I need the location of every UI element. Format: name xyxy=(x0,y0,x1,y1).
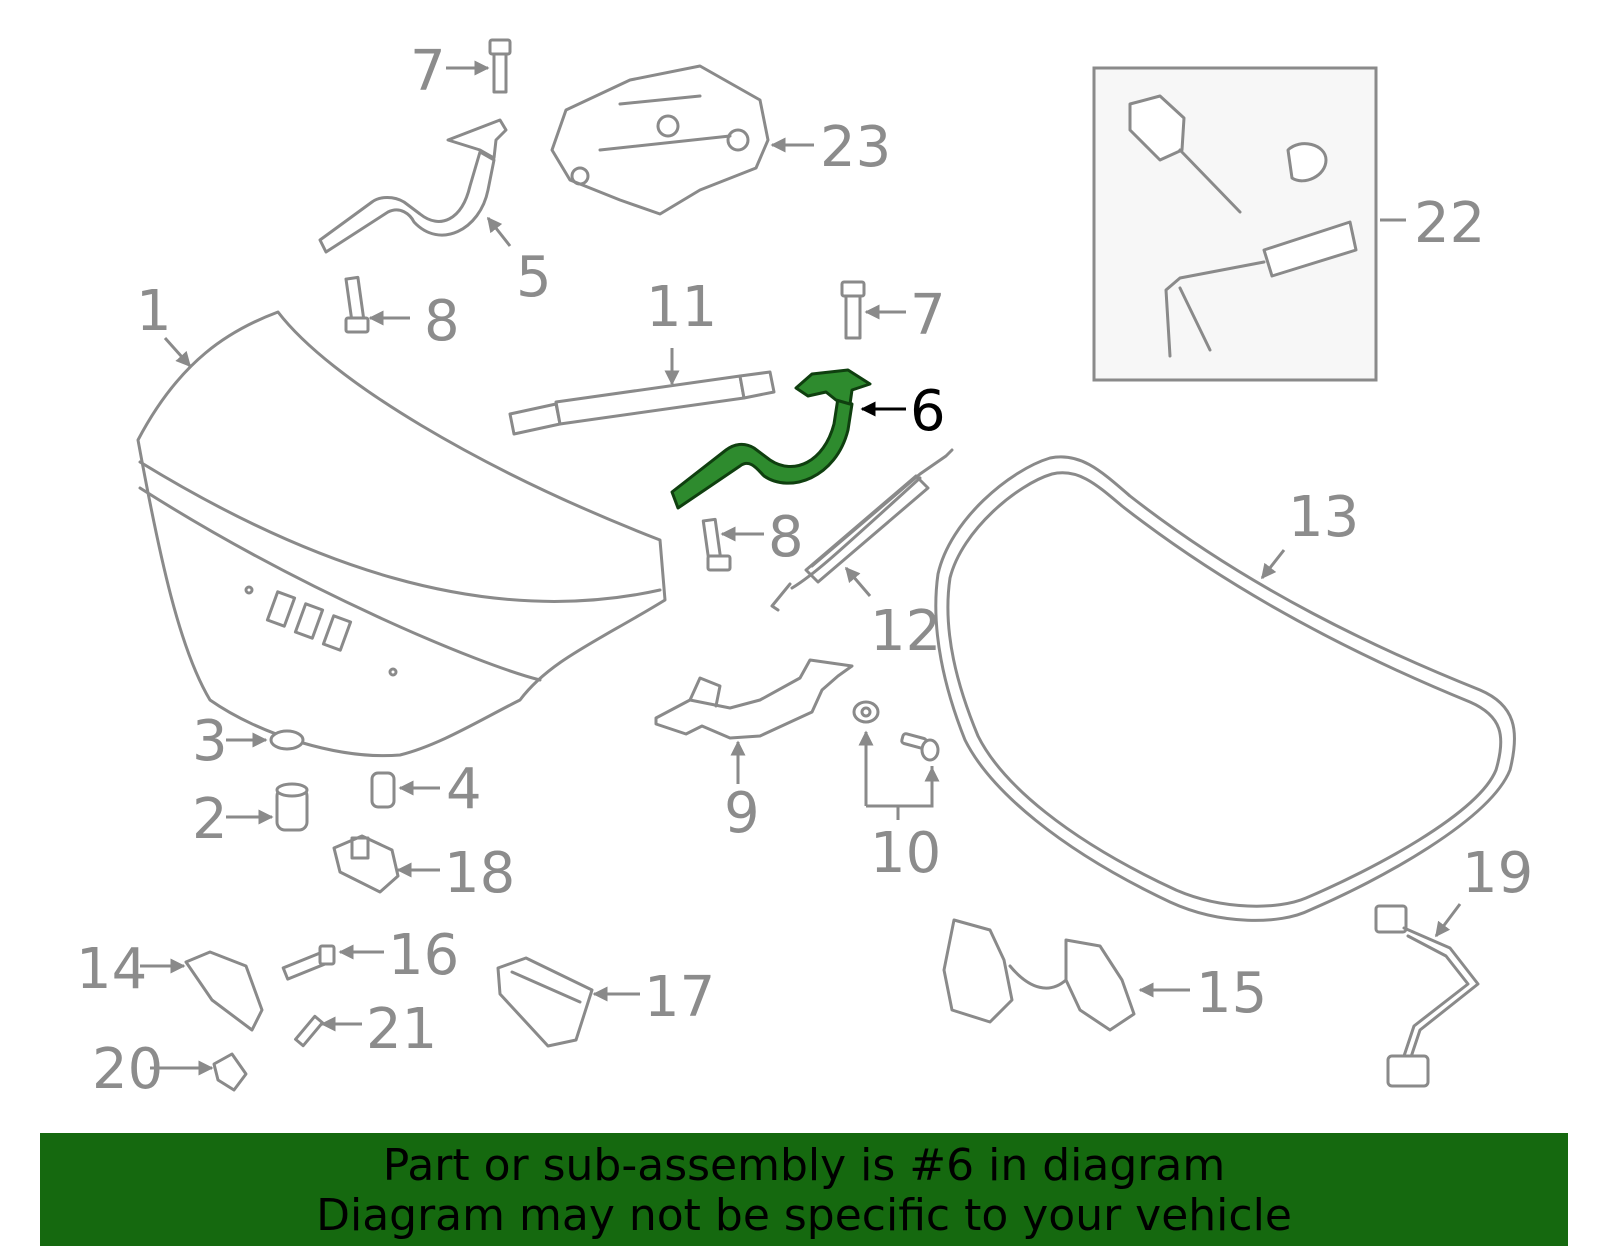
callout-label-12: 12 xyxy=(870,599,941,664)
callout-label-17: 17 xyxy=(644,965,715,1030)
clip-part-20: 20 xyxy=(92,1037,248,1102)
bolt-part-7-top: 7 xyxy=(410,38,512,104)
gas-strut-part-11: 11 xyxy=(508,275,776,436)
callout-label-10: 10 xyxy=(870,821,941,886)
clips-part-10: 10 xyxy=(852,700,941,886)
bolt-part-16: 16 xyxy=(281,923,459,988)
callout-label-2: 2 xyxy=(192,787,228,852)
harness-part-19: 19 xyxy=(1374,841,1533,1088)
screw-part-21: 21 xyxy=(294,997,437,1062)
callout-label-16: 16 xyxy=(388,923,459,988)
callout-label-20: 20 xyxy=(92,1037,163,1102)
banner-line-2: Diagram may not be specific to your vehi… xyxy=(316,1190,1292,1241)
bracket-part-14: 14 xyxy=(76,937,264,1032)
callout-label-14: 14 xyxy=(76,937,147,1002)
callout-label-15: 15 xyxy=(1196,961,1267,1026)
info-banner: Part or sub-assembly is #6 in diagram Di… xyxy=(40,1133,1568,1246)
callout-label-7b: 7 xyxy=(910,283,946,348)
bracket-part-9: 9 xyxy=(654,658,854,846)
bolt-part-8-lower: 8 xyxy=(701,505,804,572)
cap-part-3: 3 xyxy=(192,709,305,774)
callout-label-11: 11 xyxy=(646,275,717,340)
bolt-part-7-middle: 7 xyxy=(840,280,946,348)
callout-label-9: 9 xyxy=(724,781,760,846)
callout-label-13: 13 xyxy=(1288,485,1359,550)
callout-label-7a: 7 xyxy=(410,39,446,104)
callout-label-1: 1 xyxy=(136,279,172,344)
weatherstrip-part-13: 13 xyxy=(934,455,1517,922)
banner-line-1: Part or sub-assembly is #6 in diagram xyxy=(382,1140,1226,1191)
callout-label-22: 22 xyxy=(1414,191,1485,256)
callout-label-3: 3 xyxy=(192,709,228,774)
callout-label-8a: 8 xyxy=(424,289,460,354)
hinge-part-6-highlighted: 6 xyxy=(670,368,946,510)
callout-label-21: 21 xyxy=(366,997,437,1062)
callout-label-19: 19 xyxy=(1462,841,1533,906)
trunk-lid-part-1 xyxy=(136,310,667,758)
callout-label-6: 6 xyxy=(910,379,946,444)
callout-1: 1 xyxy=(136,279,192,368)
bumper-part-2: 2 xyxy=(192,782,309,852)
bushing-part-4: 4 xyxy=(370,757,482,822)
latch-part-15: 15 xyxy=(942,918,1267,1032)
callout-label-4: 4 xyxy=(446,757,482,822)
hinge-part-5: 5 xyxy=(318,118,552,310)
latch-motor-part-23: 23 xyxy=(550,64,891,216)
callout-label-18: 18 xyxy=(444,841,515,906)
handle-part-17: 17 xyxy=(496,956,715,1048)
callout-label-5: 5 xyxy=(516,245,552,310)
callout-label-8b: 8 xyxy=(768,505,804,570)
clip-part-18: 18 xyxy=(332,834,515,906)
spring-part-12: 12 xyxy=(770,448,954,664)
callout-label-23: 23 xyxy=(820,115,891,180)
lock-kit-part-22: 22 xyxy=(1092,66,1485,382)
bolt-part-8-upper: 8 xyxy=(344,275,460,354)
